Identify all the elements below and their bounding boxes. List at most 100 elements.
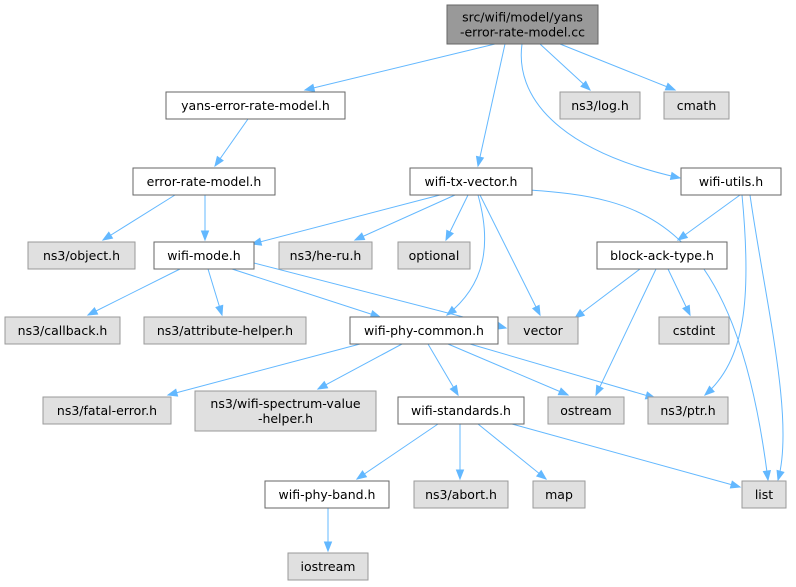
edge-wifi_phy_common_h-to-ns3_wifi_spectrum_value_helper_h <box>316 343 403 390</box>
node-box <box>596 241 728 270</box>
node-wifi-standards-h[interactable]: wifi-standards.h <box>397 396 525 425</box>
nodes-layer: src/wifi/model/yans-error-rate-model.ccy… <box>4 4 787 581</box>
arrowhead <box>475 155 485 168</box>
node-label: wifi-phy-band.h <box>279 487 376 502</box>
edge-line <box>251 194 441 245</box>
edge-line <box>87 268 181 316</box>
node-ns3-callback-h: ns3/callback.h <box>4 316 121 345</box>
node-block-ack-type-h[interactable]: block-ack-type.h <box>596 241 728 270</box>
edge-wifi_standards_h-to-wifi_phy_band_h <box>355 423 439 480</box>
edge-wifi_phy_common_h-to-wifi_standards_h <box>427 343 459 397</box>
edge-wifi_standards_h-to-ns3_abort_h <box>455 424 465 481</box>
node-label: wifi-tx-vector.h <box>425 174 518 189</box>
arrowhead <box>101 231 114 241</box>
node-iostream: iostream <box>287 552 369 581</box>
node-label: map <box>545 487 573 502</box>
arrowhead <box>355 470 368 480</box>
node-wifi-mode-h[interactable]: wifi-mode.h <box>153 241 255 270</box>
node-box <box>547 396 625 425</box>
node-label: ns3/log.h <box>571 98 629 113</box>
edge-line <box>317 343 403 390</box>
node-box <box>647 396 729 425</box>
edge-line <box>167 343 361 396</box>
node-map: map <box>532 480 586 509</box>
edge-wifi_utils_h-to-block_ack_type_h <box>676 194 741 241</box>
node-error-rate-model-h[interactable]: error-rate-model.h <box>132 167 276 196</box>
node-label: ostream <box>560 403 611 418</box>
node-ns3-attribute-helper-h: ns3/attribute-helper.h <box>143 316 307 345</box>
arrowhead <box>353 232 366 241</box>
node-box <box>532 480 586 509</box>
edge-wifi_phy_band_h-to-iostream <box>323 508 333 553</box>
node-ns3-ptr-h: ns3/ptr.h <box>647 396 729 425</box>
arrowhead <box>323 541 333 553</box>
edge-line <box>749 194 784 481</box>
edge-error_rate_model_h-to-wifi_mode_h <box>200 195 210 242</box>
arrowhead <box>573 308 586 319</box>
node-label: ns3/abort.h <box>425 487 497 502</box>
edge-wifi_utils_h-to-list <box>749 194 785 482</box>
edge-line <box>102 194 176 241</box>
edge-root-to-wifi_utils_h <box>520 43 682 181</box>
node-ns3-object-h: ns3/object.h <box>27 241 136 270</box>
node-label: yans-error-rate-model.h <box>181 98 330 113</box>
node-label: block-ack-type.h <box>610 248 714 263</box>
edge-root-to-wifi_tx_vector_h <box>475 43 506 168</box>
node-label: wifi-phy-common.h <box>364 323 484 338</box>
node-box <box>741 480 787 509</box>
edge-wifi_tx_vector_h-to-vector <box>479 194 541 317</box>
arrowhead <box>214 155 224 168</box>
node-ns3-log-h: ns3/log.h <box>559 91 641 120</box>
edge-wifi_tx_vector_h-to-optional <box>445 194 469 242</box>
edge-line <box>479 194 541 316</box>
edge-yans_error_rate_model_h-to-error_rate_model_h <box>214 118 249 168</box>
edge-line <box>447 343 569 396</box>
node-wifi-tx-vector-h[interactable]: wifi-tx-vector.h <box>409 167 533 196</box>
edge-line <box>446 194 486 316</box>
node-label: ns3/attribute-helper.h <box>157 323 293 338</box>
edge-wifi_phy_common_h-to-ostream <box>447 343 570 396</box>
node-box <box>4 316 121 345</box>
arrowhead <box>762 470 772 482</box>
arrowhead <box>676 230 689 241</box>
arrowhead <box>703 385 715 396</box>
edge-root-to-yans_error_rate_model_h <box>303 43 496 92</box>
node-box <box>397 396 525 425</box>
node-label: cmath <box>677 98 717 113</box>
node-box <box>397 241 471 270</box>
node-label: -helper.h <box>258 411 313 426</box>
edge-block_ack_type_h-to-ostream <box>595 268 657 397</box>
node-wifi-phy-common-h[interactable]: wifi-phy-common.h <box>349 316 499 345</box>
edge-error_rate_model_h-to-ns3_object_h <box>101 194 176 241</box>
node-label: list <box>755 487 773 502</box>
node-label: iostream <box>301 559 356 574</box>
edge-line <box>427 343 459 396</box>
node-ns3-abort-h: ns3/abort.h <box>413 480 509 509</box>
edge-line <box>354 194 456 241</box>
arrowhead <box>682 304 691 317</box>
node-label: ns3/ptr.h <box>660 403 715 418</box>
node-label: ns3/he-ru.h <box>290 248 362 263</box>
node-wifi-utils-h[interactable]: wifi-utils.h <box>680 167 782 196</box>
node-box <box>680 167 782 196</box>
edge-line <box>677 194 741 241</box>
node-box <box>194 390 377 432</box>
node-yans-error-rate-model-h[interactable]: yans-error-rate-model.h <box>165 91 346 120</box>
node-vector: vector <box>507 316 579 345</box>
node-label: wifi-standards.h <box>411 403 511 418</box>
node-wifi-phy-band-h[interactable]: wifi-phy-band.h <box>264 480 390 509</box>
arrowhead <box>200 230 210 242</box>
edge-line <box>214 118 249 167</box>
node-list: list <box>741 480 787 509</box>
arrowhead <box>445 229 454 242</box>
arrowhead <box>729 480 742 489</box>
node-box <box>663 91 730 120</box>
node-box <box>264 480 390 509</box>
arrowhead <box>215 304 224 317</box>
node-box <box>413 480 509 509</box>
edge-line <box>304 43 496 91</box>
arrowhead <box>455 469 465 481</box>
edge-line <box>231 268 381 318</box>
arrowhead <box>776 469 785 482</box>
